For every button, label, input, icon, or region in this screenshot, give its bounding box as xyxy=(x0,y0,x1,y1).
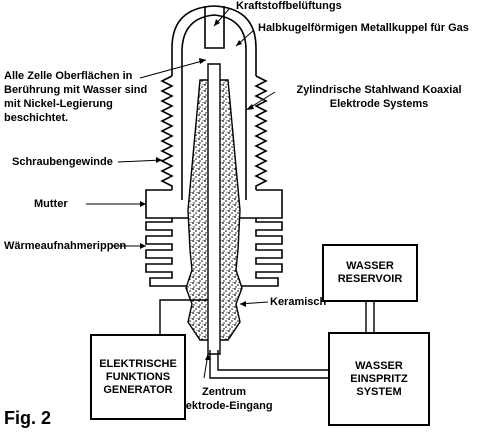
nickel-coating-label-line2: Berührung mit Wasser sind xyxy=(4,84,148,96)
function-generator-box: ELEKTRISCHE FUNKTIONS GENERATOR xyxy=(90,334,186,420)
fins-label: Wärmeaufnahmerippen xyxy=(4,240,127,252)
figure-label: Fig. 2 xyxy=(4,408,52,428)
steel-wall-label-line1: Zylindrische Stahlwand Koaxial xyxy=(296,84,462,96)
water-injection-box: WASSER EINSPRITZ SYSTEM xyxy=(328,332,430,426)
water-reservoir-box: WASSER RESERVOIR xyxy=(322,244,418,302)
nickel-coating-label-line4: beschichtet. xyxy=(4,112,69,124)
function-generator-label: ELEKTRISCHE FUNKTIONS GENERATOR xyxy=(99,357,177,396)
fins-left xyxy=(145,218,188,287)
nut-label: Mutter xyxy=(34,198,68,210)
center-electrode xyxy=(207,63,221,355)
water-reservoir-label: WASSER RESERVOIR xyxy=(337,260,403,285)
fins-right xyxy=(238,218,283,287)
fuel-vent-label: Kraftstoffbelüftungs xyxy=(236,0,342,12)
nickel-coating-label-line3: mit Nickel-Legierung xyxy=(4,98,113,110)
reservoir-pipe xyxy=(365,300,375,333)
feed-tube xyxy=(209,350,330,379)
thread-left xyxy=(160,75,174,190)
center-electrode-label-line1: Zentrum xyxy=(202,386,246,398)
center-electrode-label-line2: Elektrode-Eingang xyxy=(175,400,273,412)
dome-outline xyxy=(171,5,257,76)
thread-right xyxy=(254,75,268,190)
dome-label: Halbkugelförmigen Metallkuppel für Gas xyxy=(258,22,469,34)
thread-label: Schraubengewinde xyxy=(12,156,113,168)
steel-wall-label-line2: Elektrode Systems xyxy=(329,98,429,110)
nickel-coating-label-line1: Alle Zelle Oberflächen in xyxy=(4,70,133,82)
ceramic-label: Keramisch xyxy=(270,296,327,308)
generator-wire xyxy=(159,299,208,335)
water-injection-label: WASSER EINSPRITZ SYSTEM xyxy=(350,359,408,398)
vent-tube xyxy=(204,6,225,49)
